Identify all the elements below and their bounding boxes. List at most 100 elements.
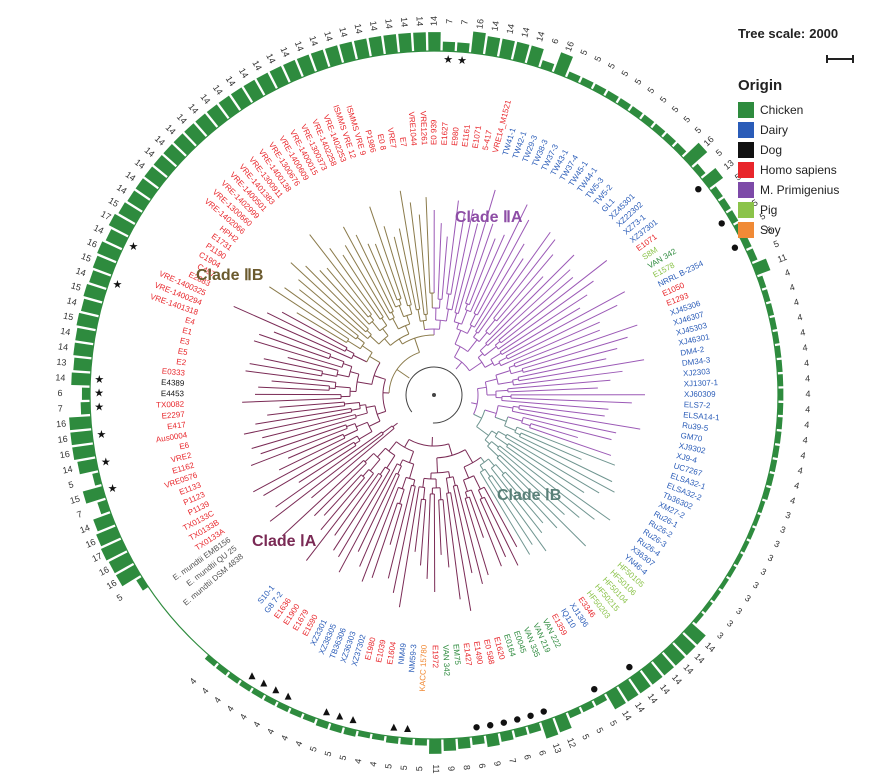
count-label: 14	[198, 92, 212, 106]
count-label: 11	[431, 764, 441, 773]
tip-branch	[324, 475, 361, 516]
internal-branch	[365, 453, 374, 461]
count-label: 5	[594, 726, 605, 735]
internal-branch	[426, 314, 427, 320]
tip-branch	[427, 494, 430, 579]
tip-branch	[274, 332, 331, 354]
count-label: 7	[76, 509, 84, 520]
count-label: 5	[772, 238, 781, 249]
count-label: 6	[537, 749, 548, 757]
count-label: 13	[551, 742, 564, 755]
internal-branch	[498, 406, 513, 408]
internal-branch	[496, 390, 508, 391]
count-label: 13	[56, 357, 67, 368]
tip-branch	[250, 364, 322, 376]
internal-branch	[357, 337, 364, 342]
count-label: 3	[751, 580, 760, 591]
tip-branch	[457, 485, 482, 584]
tip-branch	[288, 434, 343, 458]
count-bar	[73, 343, 93, 358]
internal-branch	[477, 427, 489, 436]
count-label: 3	[725, 618, 735, 629]
internal-branch	[447, 294, 449, 309]
internal-branch	[456, 362, 462, 369]
count-bar	[776, 417, 782, 429]
dot-marker	[695, 186, 701, 192]
count-label: 4	[188, 676, 199, 686]
dot-marker	[514, 716, 520, 722]
clade-label-iib: Clade ⅡB	[196, 267, 263, 284]
count-label: 5	[693, 125, 704, 136]
internal-branch	[480, 344, 486, 350]
count-label: 14	[55, 372, 65, 382]
tip-branch	[500, 455, 565, 514]
dot-marker	[527, 713, 533, 719]
count-label: 14	[414, 16, 424, 26]
count-label: 4	[800, 450, 807, 461]
internal-branch	[370, 336, 379, 344]
count-bar	[343, 727, 356, 736]
internal-branch	[469, 362, 481, 370]
internal-branch	[405, 439, 409, 447]
count-label: 14	[278, 45, 291, 58]
count-label: 5	[67, 479, 74, 490]
count-label: 5	[670, 104, 681, 114]
count-label: 4	[797, 465, 804, 476]
internal-branch	[513, 380, 514, 385]
tip-branch	[455, 223, 478, 312]
count-label: 14	[250, 59, 264, 73]
count-bar	[472, 735, 485, 745]
internal-branch	[384, 339, 390, 346]
legend-swatch	[738, 102, 754, 118]
internal-branch	[362, 346, 372, 353]
count-label: 15	[107, 195, 121, 209]
internal-branch	[496, 465, 504, 474]
internal-branch	[478, 490, 482, 498]
count-bar	[383, 34, 397, 54]
internal-branch	[409, 451, 413, 462]
count-label: 14	[60, 326, 72, 338]
internal-branch	[424, 488, 425, 500]
tip-branch	[264, 359, 323, 372]
count-bar	[81, 402, 91, 414]
internal-branch	[468, 340, 477, 352]
count-label: 17	[99, 209, 113, 223]
triangle-marker	[249, 672, 256, 679]
count-label: 4	[793, 297, 800, 308]
count-label: 4	[804, 358, 810, 368]
internal-branch	[370, 459, 380, 470]
tip-branch	[421, 500, 426, 566]
internal-branch	[440, 320, 441, 329]
count-label: 14	[153, 134, 167, 148]
tip-branch	[522, 337, 627, 368]
count-label: 4	[238, 712, 249, 721]
leaf-label: E4	[184, 315, 196, 327]
count-label: 14	[519, 26, 531, 38]
count-label: 5	[115, 592, 125, 603]
dot-marker	[719, 220, 725, 226]
internal-branch	[393, 318, 399, 329]
leaf-label: E1627	[440, 121, 450, 145]
count-bar	[386, 736, 399, 744]
count-label: 14	[307, 35, 320, 48]
count-label: 11	[776, 252, 788, 265]
count-label: 5	[606, 61, 617, 70]
count-bar	[69, 416, 92, 430]
internal-branch	[474, 476, 481, 489]
dot-marker	[501, 719, 507, 725]
count-label: 5	[619, 69, 630, 78]
leaf-label: E3	[179, 336, 191, 347]
internal-branch	[439, 299, 440, 308]
internal-branch	[350, 372, 359, 374]
count-label: 16	[474, 18, 485, 29]
star-marker: ★	[129, 241, 139, 253]
internal-branch	[392, 312, 395, 317]
tip-branch	[438, 223, 441, 299]
internal-branch	[377, 448, 385, 457]
legend-label: Pig	[760, 203, 777, 217]
internal-branch	[485, 410, 497, 413]
count-label: 14	[633, 700, 647, 714]
internal-branch	[399, 299, 401, 305]
tip-branch	[258, 387, 329, 390]
internal-branch	[389, 442, 397, 451]
